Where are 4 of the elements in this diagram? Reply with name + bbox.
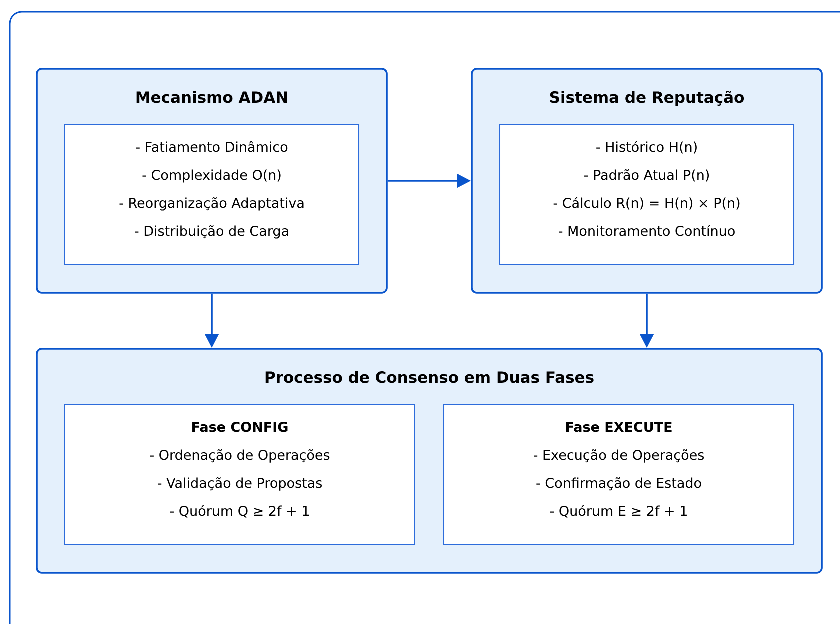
list-box: - Histórico H(n) - Padrão Atual P(n) - Cálculo R(n) = H(n) × P(n) - Monitoramento Contínuo [500,124,794,266]
list-box: Fase EXECUTE - Execução de Operações - Confirmação de Estado - Quórum E ≥ 2f + 1 [444,404,794,546]
list-box: - Fatiamento Dinâmico - Complexidade O(n) - Reorganização Adaptativa - Distribuição de Carga [64,124,360,266]
list-box: Fase CONFIG - Ordenação de Operações - Validação de Propostas - Quórum Q ≥ 2f + 1 [64,404,416,546]
